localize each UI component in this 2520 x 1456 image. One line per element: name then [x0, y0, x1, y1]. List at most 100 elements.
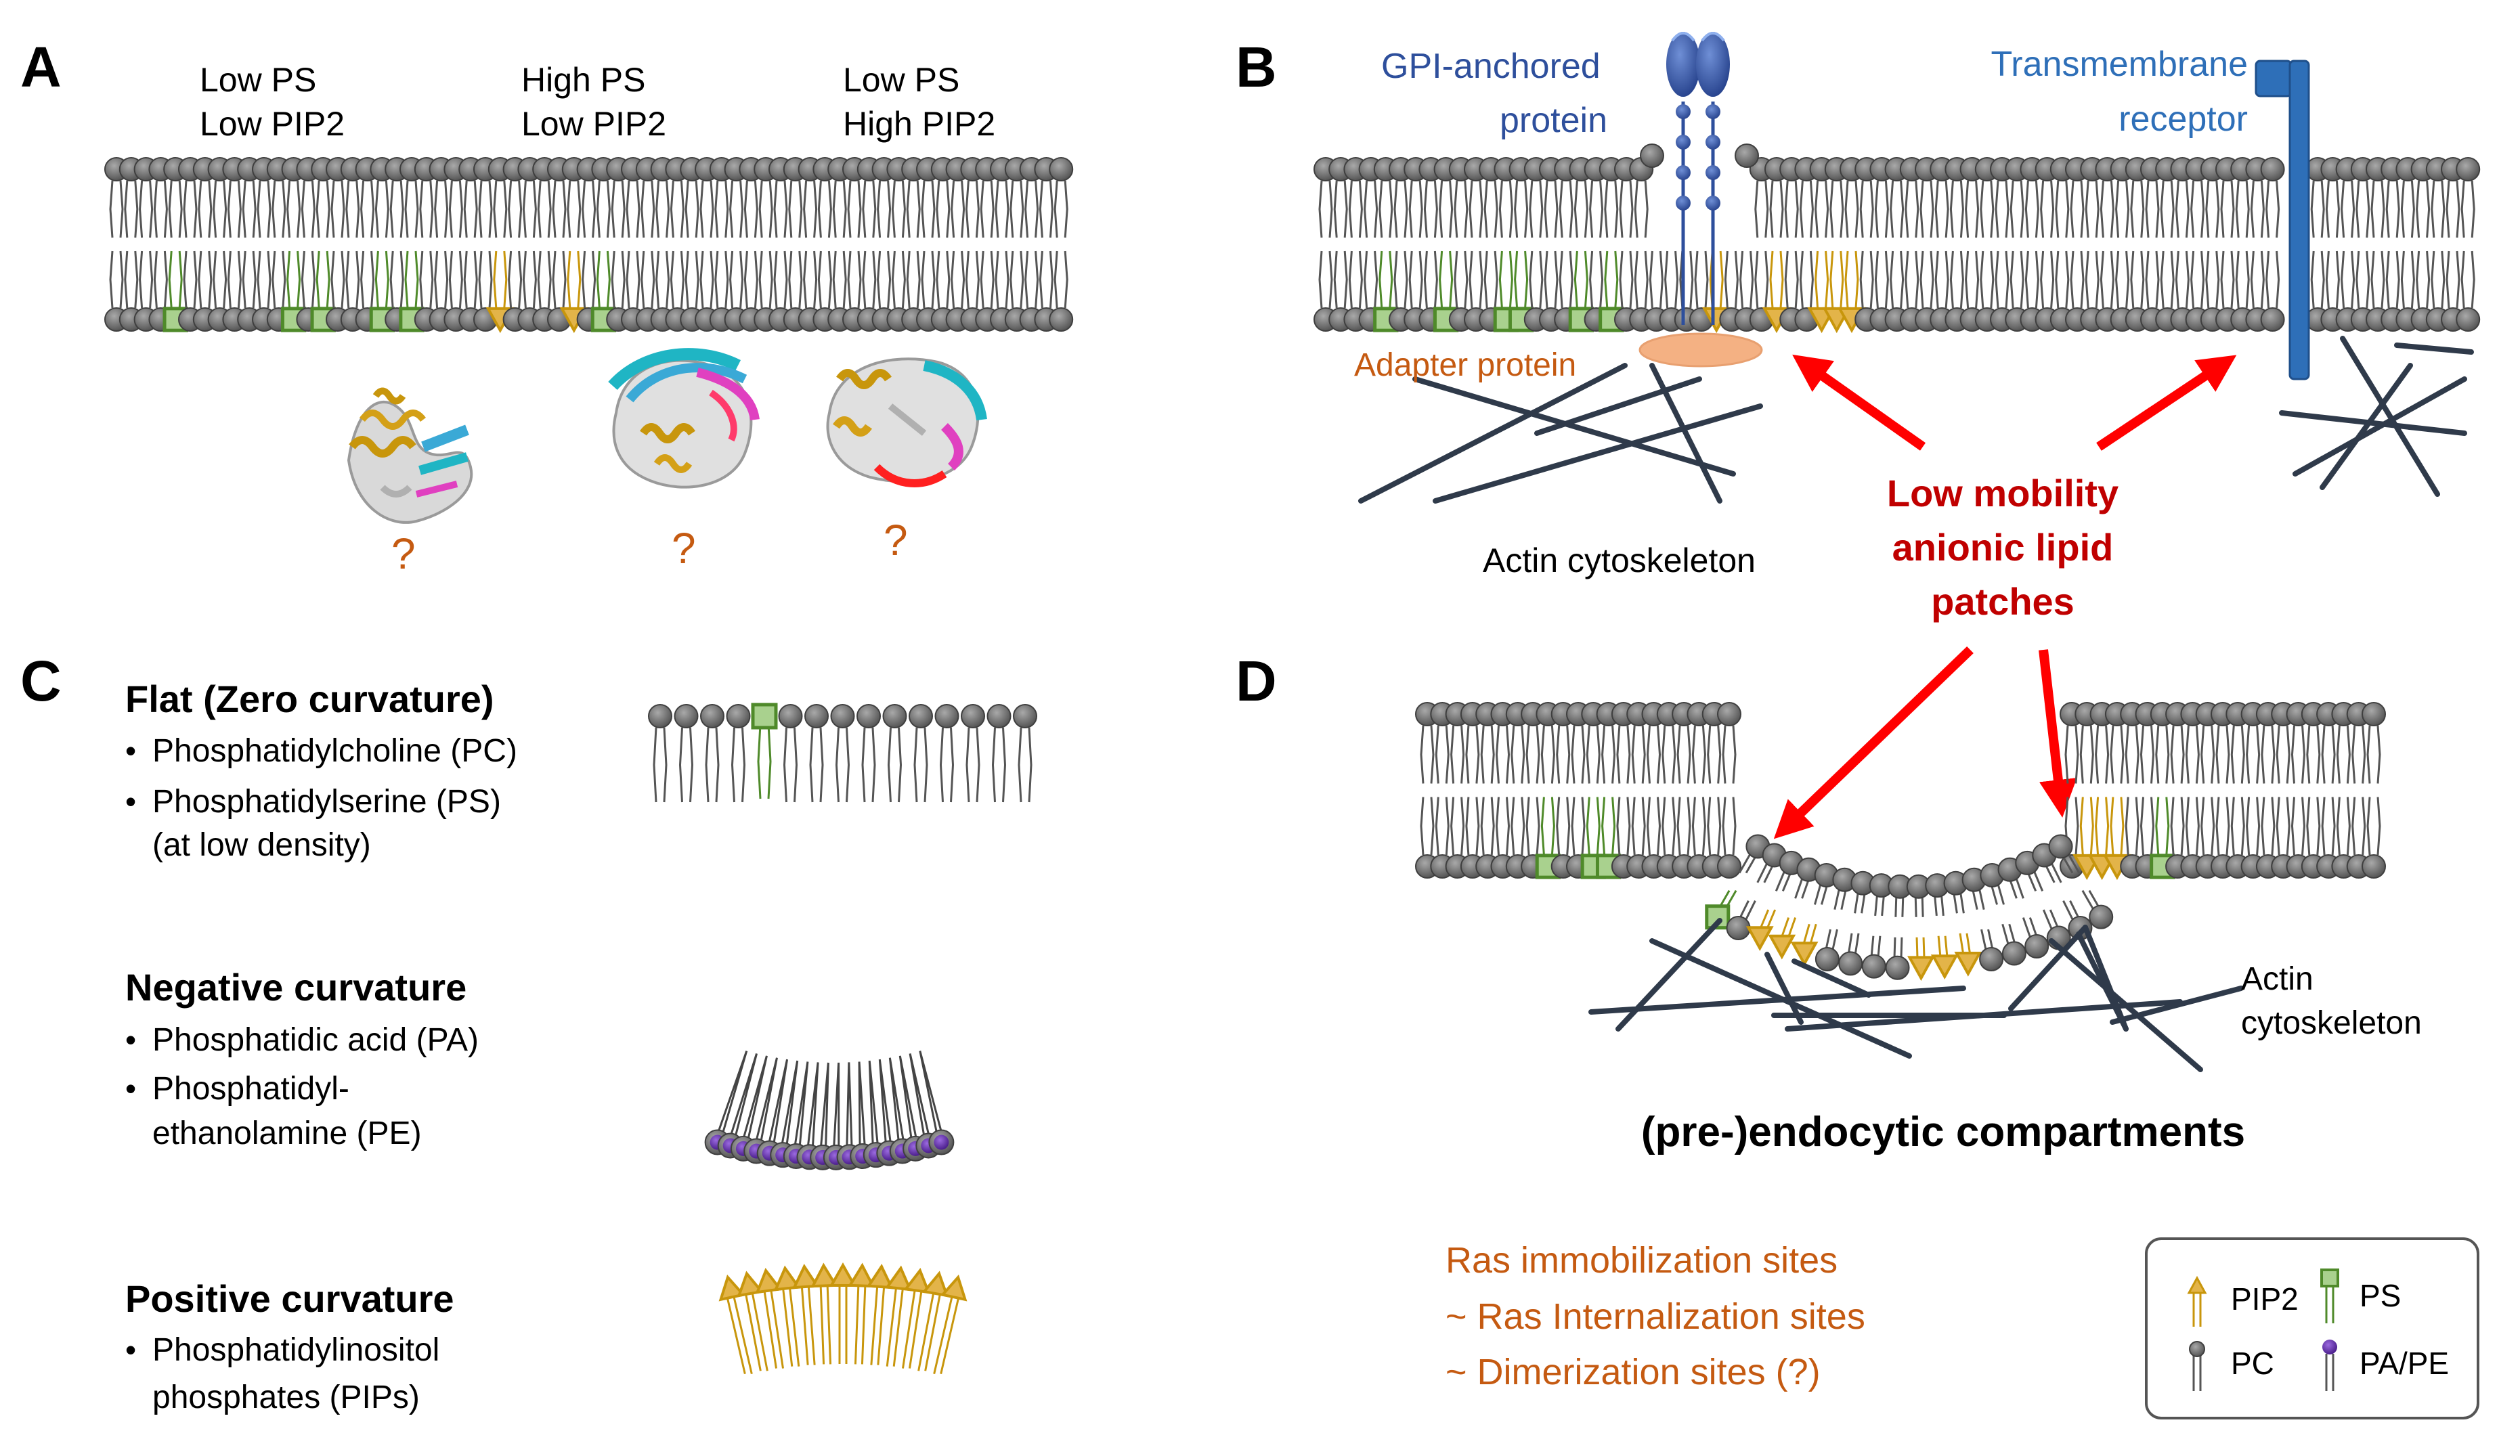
adapter-protein-label: Adapter protein [1354, 347, 1576, 383]
lipid-tails [847, 250, 862, 309]
lipid-tail [909, 1287, 924, 1369]
lipid-tails [2155, 797, 2170, 856]
lipid-tails [2366, 725, 2381, 784]
lipid-tails [1053, 250, 1068, 309]
lipid-tails [678, 727, 694, 803]
lipid-tails [1435, 725, 1450, 784]
lipid-tails [2265, 180, 2280, 238]
lipid-tails [858, 1061, 867, 1157]
lipid-tails [2145, 180, 2160, 238]
lipid-tails [1024, 180, 1039, 238]
lipid-tails [1495, 725, 1511, 784]
lipid-tails [1619, 250, 1634, 309]
lipid-tails [2235, 180, 2250, 238]
lipid-tails [257, 250, 271, 309]
lipid-tails [153, 250, 168, 309]
lipid-tails [758, 180, 773, 238]
lipid-tails [699, 180, 714, 238]
lipid-tails [832, 1062, 840, 1158]
lipid-tails [2055, 180, 2070, 238]
lipid-tails [2190, 250, 2205, 309]
lipid-tails [640, 250, 655, 309]
lipid-tails [567, 250, 582, 309]
lipid-tails [1616, 797, 1631, 856]
lipid-tail [788, 1285, 800, 1367]
lipid-tail [732, 1294, 753, 1375]
lipid-tails [109, 250, 124, 309]
lipid-tails [1631, 725, 1646, 784]
lipid-tails [1495, 797, 1511, 856]
lipid-tails [1544, 180, 1559, 238]
actin-label-d-1: Actin [2241, 961, 2313, 997]
legend-pape-label: PA/PE [2360, 1346, 2449, 1381]
lipid-tails [2215, 725, 2230, 784]
lipid-tails [345, 180, 360, 238]
legend-pc-icon [2189, 1341, 2205, 1357]
lipid-tails [2370, 180, 2385, 238]
lipid-tails [2024, 180, 2039, 238]
protein-structure-1 [347, 387, 473, 524]
lipid-tails [2085, 250, 2100, 309]
lipid-tails [2265, 250, 2280, 309]
lipid-tails [1646, 797, 1661, 856]
lipid-tails [2185, 797, 2200, 856]
lipid-tails [2125, 725, 2139, 784]
lipid-tails [1318, 180, 1333, 238]
lipid-tails [2235, 250, 2250, 309]
lipid-tails [2220, 250, 2235, 309]
pip2-head [810, 1262, 838, 1288]
lipid-tails [2010, 180, 2024, 238]
lipid-tails [832, 180, 847, 238]
lipid-tails [1544, 250, 1559, 309]
lipid-tails [537, 250, 552, 309]
lipid-tails [434, 180, 449, 238]
pc-head [2260, 307, 2285, 332]
lipid-tails [1646, 725, 1661, 784]
lipid-tails [1514, 250, 1529, 309]
lipid-tails [1601, 797, 1616, 856]
lipid-tails [685, 250, 699, 309]
lipid-tails [1661, 725, 1676, 784]
lipid-tails [508, 180, 523, 238]
lipid-tails [2220, 180, 2235, 238]
lipid-tails [2170, 725, 2185, 784]
lipid-tails [1420, 797, 1435, 856]
lipid-tails [1934, 180, 1949, 238]
lipid-tails [1408, 250, 1423, 309]
lipid-tails [1333, 180, 1348, 238]
pip2-head [829, 1262, 857, 1287]
lipid-tails [1469, 250, 1483, 309]
lipid-tails [1769, 180, 1784, 238]
legend-box [2145, 1237, 2479, 1419]
lipid-tails [2261, 797, 2276, 856]
lipid-tails [596, 180, 611, 238]
lipid-tails [1859, 180, 1874, 238]
flat-bullet-2: • [125, 784, 136, 819]
lipid-tails [739, 1055, 768, 1149]
pip2-head [884, 1265, 913, 1292]
lipid-tails [766, 1059, 789, 1153]
lipid-tails [1469, 180, 1483, 238]
pc-head [2456, 307, 2481, 332]
lipid-tail [807, 1283, 816, 1365]
transmembrane-receptor [2255, 60, 2310, 380]
pip2-head [1907, 956, 1935, 981]
lipid-tails [2310, 250, 2325, 309]
lipid-tails [463, 180, 478, 238]
lipid-tails [1722, 725, 1737, 784]
lipid-tails [2446, 250, 2460, 309]
legend-pc-label: PC [2231, 1346, 2274, 1381]
lipid-tails [389, 180, 404, 238]
lipid-tails [685, 180, 699, 238]
lipid-tails [271, 250, 286, 309]
pip2-head [1790, 942, 1819, 967]
pc-head [700, 704, 724, 728]
lipid-tails [1571, 725, 1586, 784]
lipid-tails [213, 180, 227, 238]
lipid-tails [731, 727, 746, 803]
legend-pape-icon [2322, 1340, 2337, 1354]
lipid-tails [1980, 250, 1995, 309]
lipid-tails [2095, 725, 2110, 784]
lipid-tails [1890, 180, 1905, 238]
lipid-tails [183, 250, 198, 309]
